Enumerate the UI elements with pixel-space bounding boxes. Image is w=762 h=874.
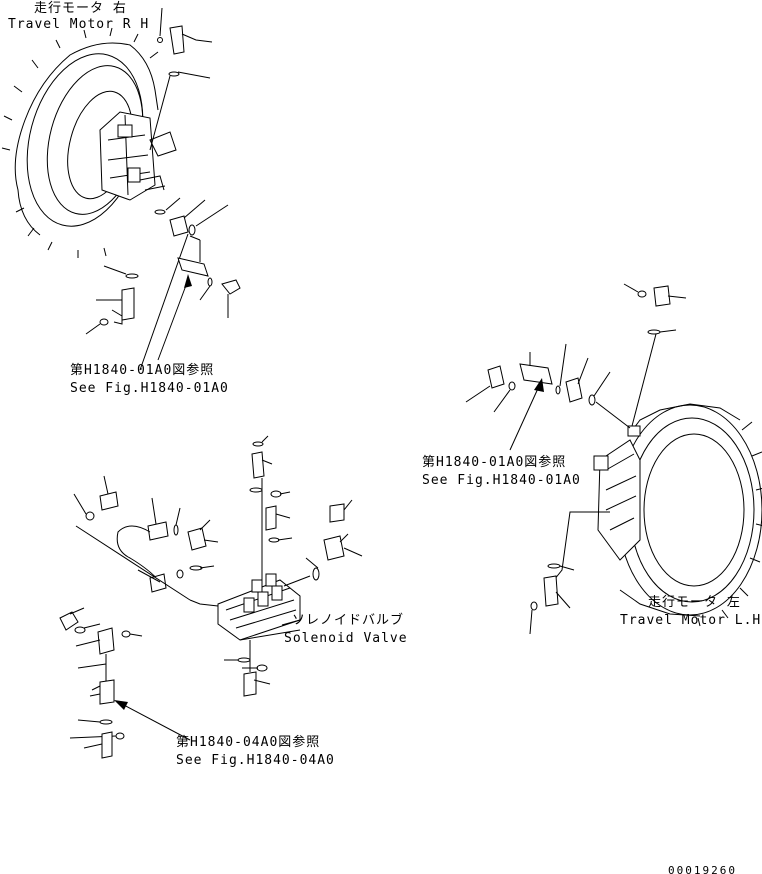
solenoid-fittings: [59, 435, 363, 759]
travel-motor-rh-label-jp: 走行モータ 右: [34, 1, 127, 16]
ref-lh-label-jp: 第H1840-01A0図参照: [422, 454, 566, 470]
travel-motor-lh-label-en: Travel Motor L.H.: [620, 613, 762, 628]
ref-sol-label-jp: 第H1840-04A0図参照: [176, 734, 320, 750]
travel-motor-lh-label-jp: 走行モータ 左: [648, 595, 741, 610]
ref-sol-label-en: See Fig.H1840-04A0: [176, 753, 335, 768]
ref-lh-label-en: See Fig.H1840-01A0: [422, 473, 581, 488]
drawing-number: 00019260: [668, 864, 737, 874]
lh-fittings: [465, 283, 687, 635]
labels: 走行モータ 右 Travel Motor R H 第H1840-01A0図参照 …: [8, 1, 762, 874]
travel-motor-lh: [593, 333, 762, 627]
travel-motor-rh: [1, 27, 177, 258]
ref-rh-label-en: See Fig.H1840-01A0: [70, 381, 229, 396]
solenoid-valve: [217, 573, 301, 641]
solenoid-valve-label-jp: ソレノイドバルブ: [292, 612, 404, 628]
solenoid-valve-label-en: Solenoid Valve: [284, 631, 408, 646]
travel-motor-rh-label-en: Travel Motor R H: [8, 17, 149, 32]
ref-rh-label-jp: 第H1840-01A0図参照: [70, 362, 214, 378]
rh-fittings: [85, 7, 241, 371]
